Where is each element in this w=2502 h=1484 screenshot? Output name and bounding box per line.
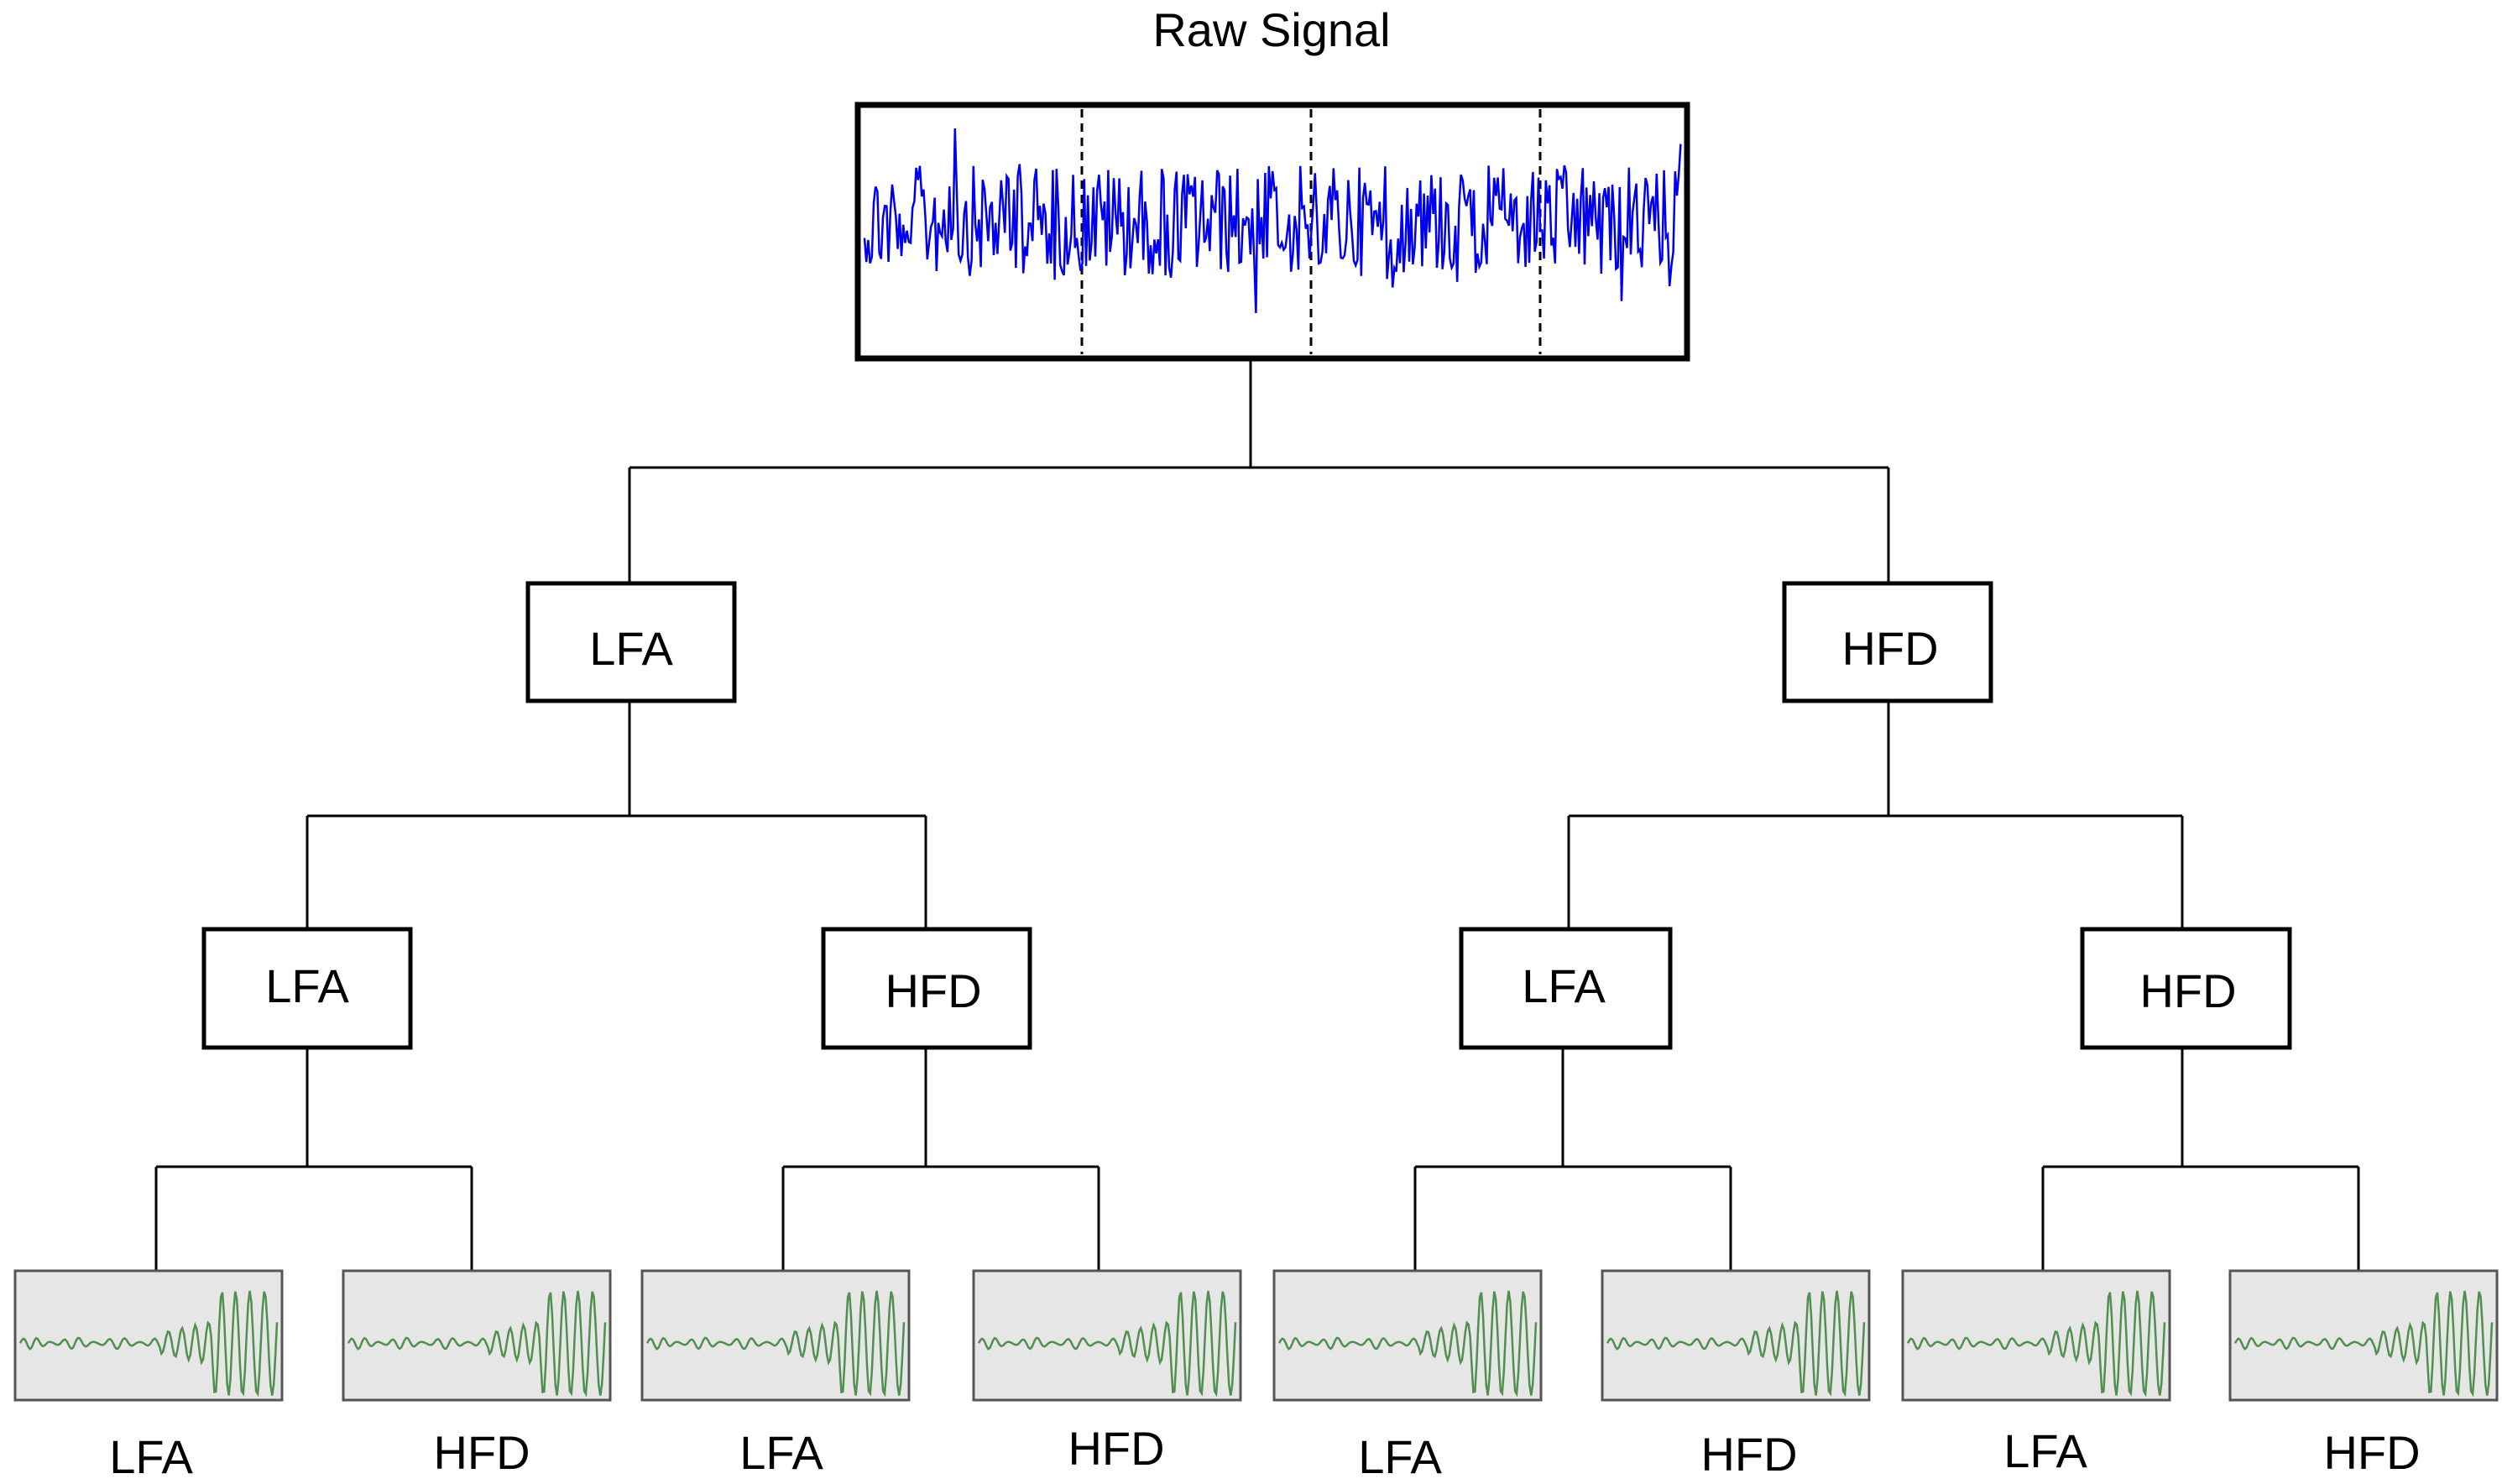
leaf-label: LFA <box>1358 1430 1442 1483</box>
leaf-signal-frame <box>2228 1269 2499 1402</box>
leaf-signal-frame <box>1272 1269 1543 1402</box>
level2-node-hfd: HFD <box>2080 927 2292 1050</box>
node-box <box>1459 927 1673 1050</box>
leaf-label: HFD <box>2323 1426 2420 1479</box>
leaf-label: LFA <box>2003 1424 2087 1477</box>
leaf-signal-waveform <box>977 1290 1237 1398</box>
leaf-signal-waveform <box>1606 1290 1866 1398</box>
leaf-panel: LFA <box>1272 1269 1543 1483</box>
leaf-signal-waveform <box>645 1290 906 1398</box>
node-box <box>1782 581 1993 703</box>
leaf-label: LFA <box>109 1430 193 1483</box>
leaf-signal-frame <box>1901 1269 2171 1402</box>
leaf-signal-waveform <box>1906 1290 2166 1398</box>
leaf-panel: HFD <box>2228 1269 2499 1479</box>
leaf-label: HFD <box>1700 1428 1797 1481</box>
node-label: LFA <box>265 959 349 1012</box>
node-label: HFD <box>885 964 981 1017</box>
leaf-panel: LFA <box>13 1269 284 1483</box>
leaf-panel: LFA <box>640 1269 911 1479</box>
leaf-panel: HFD <box>1601 1269 1871 1481</box>
node-box <box>821 927 1032 1050</box>
level2-node-lfa: LFA <box>201 927 413 1050</box>
leaf-label: LFA <box>739 1426 823 1479</box>
node-label: LFA <box>589 622 673 675</box>
leaf-panel: HFD <box>972 1269 1242 1475</box>
level2-node-lfa: LFA <box>1459 927 1673 1050</box>
tree-connectors <box>154 358 2360 1271</box>
node-label: HFD <box>2139 964 2236 1017</box>
diagram-title: Raw Signal <box>1152 3 1390 56</box>
level2-node-hfd: HFD <box>821 927 1032 1050</box>
raw-signal-waveform <box>863 128 1682 314</box>
node-box <box>525 581 737 703</box>
raw-signal-panel <box>854 102 1690 362</box>
leaf-panel: LFA <box>1901 1269 2171 1477</box>
level1-node-hfd: HFD <box>1782 581 1993 703</box>
node-box <box>201 927 413 1050</box>
node-label: HFD <box>1841 622 1938 675</box>
leaf-signal-frame <box>1601 1269 1871 1402</box>
leaf-signal-waveform <box>2233 1290 2494 1398</box>
node-box <box>2080 927 2292 1050</box>
node-label: LFA <box>1522 959 1606 1012</box>
leaf-signal-frame <box>972 1269 1242 1402</box>
leaf-signal-frame <box>640 1269 911 1402</box>
leaf-panels: LFA HFD LFA HFD LFA HFD LFA HFD <box>13 1269 2499 1483</box>
leaf-signal-frame <box>13 1269 284 1402</box>
level1-node-lfa: LFA <box>525 581 737 703</box>
leaf-signal-waveform <box>1277 1290 1538 1398</box>
leaf-signal-frame <box>342 1269 612 1402</box>
leaf-panel: HFD <box>342 1269 612 1479</box>
leaf-label: HFD <box>433 1426 530 1479</box>
leaf-signal-waveform <box>18 1290 279 1398</box>
leaf-label: HFD <box>1068 1422 1164 1475</box>
leaf-signal-waveform <box>347 1290 607 1398</box>
